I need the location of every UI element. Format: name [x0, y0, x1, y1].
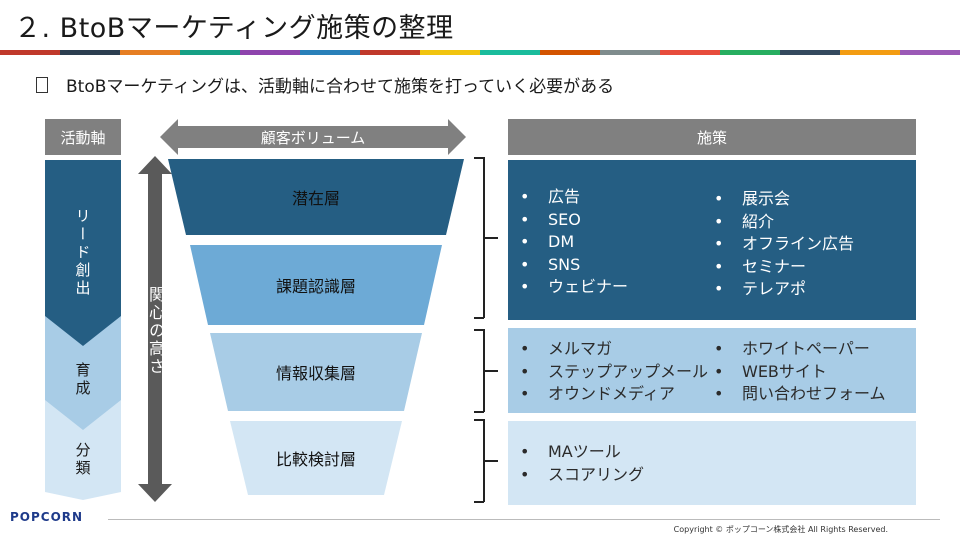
funnel-layer-problem-aware: 課題認識層	[168, 245, 464, 325]
funnel-layer-info-gathering-label: 情報収集層	[275, 364, 356, 383]
list-item: 広告	[512, 186, 628, 209]
panel-classify: MAツール スコアリング	[508, 421, 916, 505]
logo-text: POPCORN	[10, 510, 84, 524]
list-item: スコアリング	[512, 464, 644, 487]
funnel-layer-comparison-label: 比較検討層	[275, 450, 356, 469]
bracket-classify	[474, 419, 498, 503]
list-item: テレアポ	[706, 278, 854, 301]
stage-classify: 分類	[45, 422, 121, 498]
list-item: DM	[512, 231, 628, 254]
interest-axis-label-wrap: 関心の高さ	[136, 266, 174, 396]
bracket-nurture	[474, 329, 498, 413]
panel-nurture: メルマガ ステップアップメール オウンドメディア ホワイトペーパー WEBサイト…	[508, 328, 916, 413]
panel-lead-generation: 広告 SEO DM SNS ウェビナー 展示会 紹介 オフライン広告 セミナー …	[508, 160, 916, 320]
measures-header: 施策	[508, 119, 916, 155]
funnel-shapes	[168, 159, 464, 495]
activity-axis-label: 活動軸	[60, 128, 106, 147]
footer-divider	[108, 519, 940, 520]
funnel: 潜在層 課題認識層 情報収集層 比較検討層	[168, 159, 464, 499]
subtitle: BtoBマーケティングは、活動軸に合わせて施策を打っていく必要がある	[36, 72, 614, 97]
funnel-layer-info-gathering: 情報収集層	[168, 333, 464, 411]
copyright-notice: Copyright © ポップコーン株式会社 All Rights Reserv…	[673, 525, 888, 534]
subtitle-text: BtoBマーケティングは、活動軸に合わせて施策を打っていく必要がある	[66, 77, 615, 97]
interest-axis-label: 関心の高さ	[146, 286, 165, 376]
list-item: 問い合わせフォーム	[706, 383, 886, 406]
list-item: オウンドメディア	[512, 383, 708, 406]
funnel-layer-comparison: 比較検討層	[168, 421, 464, 495]
interest-axis: 関心の高さ	[136, 156, 174, 502]
double-arrow-horizontal-icon	[160, 119, 466, 155]
list-item: MAツール	[512, 441, 644, 464]
stage-column: リード創出 育成 分類	[45, 160, 121, 500]
list-item: WEBサイト	[706, 361, 886, 384]
page-title: ２. BtoBマーケティング施策の整理	[14, 13, 454, 44]
stage-lead-generation-label: リード創出	[73, 208, 92, 298]
stage-nurture-label: 育成	[73, 362, 92, 398]
stage-nurture: 育成	[45, 338, 121, 422]
funnel-layer-latent: 潜在層	[168, 159, 464, 235]
list-item: メルマガ	[512, 338, 708, 361]
nurture-measures-right: ホワイトペーパー WEBサイト 問い合わせフォーム	[706, 338, 886, 406]
checkbox-bullet-icon	[36, 77, 48, 93]
list-item: ステップアップメール	[512, 361, 708, 384]
activity-axis-header: 活動軸	[45, 119, 121, 155]
double-arrow-vertical-icon	[138, 156, 172, 502]
popcorn-logo: POPCORN	[10, 510, 83, 524]
bracket-lead	[474, 157, 498, 319]
list-item: SNS	[512, 254, 628, 277]
list-item: 紹介	[706, 211, 854, 234]
customer-volume-header: 顧客ボリューム	[160, 119, 466, 155]
measures-label: 施策	[696, 128, 727, 147]
list-item: SEO	[512, 209, 628, 232]
stage-lead-generation: リード創出	[45, 160, 121, 346]
list-item: オフライン広告	[706, 233, 854, 256]
title-stripe	[0, 50, 960, 55]
list-item: ウェビナー	[512, 276, 628, 299]
brackets	[474, 157, 498, 503]
funnel-layer-latent-label: 潜在層	[291, 189, 340, 208]
funnel-layer-problem-aware-label: 課題認識層	[275, 277, 356, 296]
stage-chevrons	[45, 160, 121, 500]
list-item: 展示会	[706, 188, 854, 211]
lead-measures-left: 広告 SEO DM SNS ウェビナー	[512, 186, 628, 299]
lead-measures-right: 展示会 紹介 オフライン広告 セミナー テレアポ	[706, 188, 854, 301]
classify-measures-left: MAツール スコアリング	[512, 441, 644, 486]
customer-volume-label: 顧客ボリューム	[260, 128, 366, 147]
list-item: ホワイトペーパー	[706, 338, 886, 361]
nurture-measures-left: メルマガ ステップアップメール オウンドメディア	[512, 338, 708, 406]
list-item: セミナー	[706, 256, 854, 279]
stage-classify-label: 分類	[73, 442, 92, 478]
